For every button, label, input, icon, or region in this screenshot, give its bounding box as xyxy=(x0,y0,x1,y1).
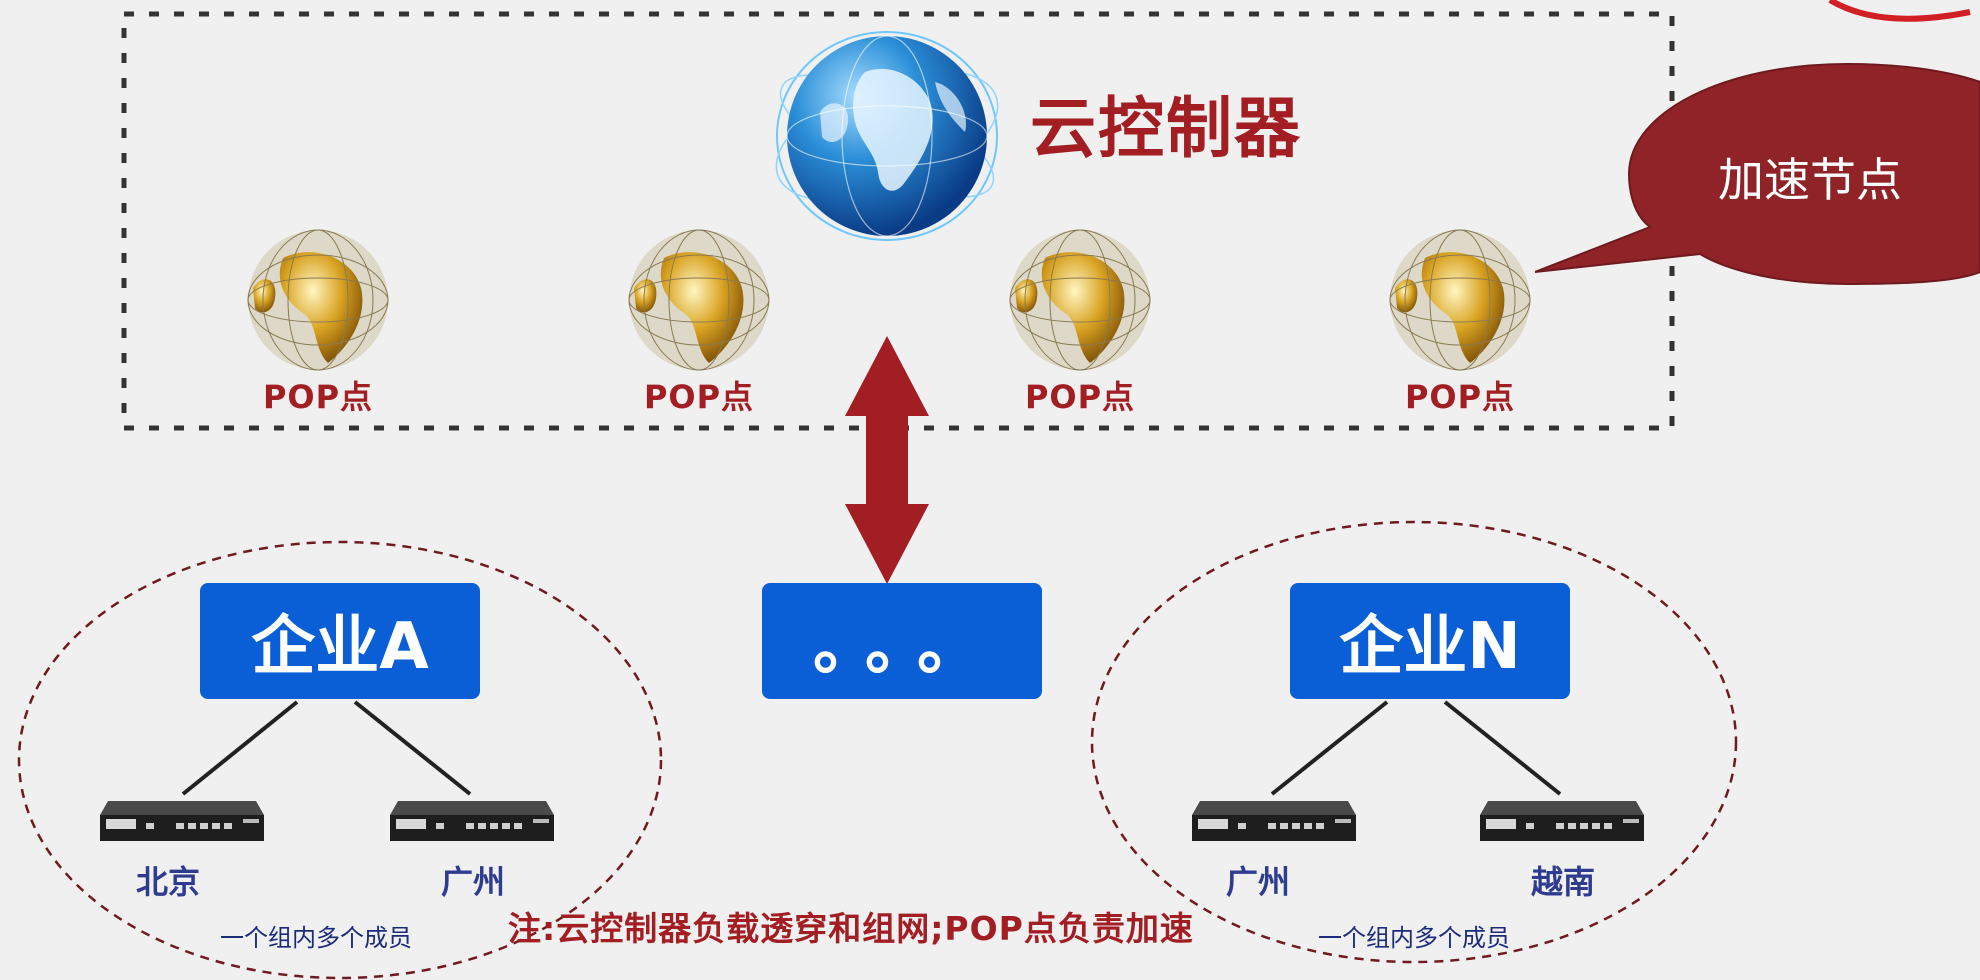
group-note-a: 一个组内多个成员 xyxy=(220,924,412,952)
pop-label-4: POP点 xyxy=(1404,378,1516,416)
site-label-beijing: 北京 xyxy=(135,863,200,901)
site-label-guangzhou-a: 广州 xyxy=(440,863,505,901)
site-label-guangzhou-n: 广州 xyxy=(1225,863,1290,901)
router-device-icon xyxy=(1480,801,1644,841)
router-device-icon xyxy=(1192,801,1356,841)
router-device-icon xyxy=(100,801,264,841)
group-note-n: 一个组内多个成员 xyxy=(1318,924,1510,952)
enterprise-n-box[interactable]: 企业N xyxy=(1290,583,1570,699)
callout-bubble xyxy=(1535,62,1980,286)
callout-text: 加速节点 xyxy=(1718,153,1902,207)
pop-label-1: POP点 xyxy=(262,378,374,416)
link-lines xyxy=(181,700,1562,796)
enterprise-ellipsis-box[interactable]: 。。。 xyxy=(762,583,1042,699)
controller-title: 云控制器 xyxy=(1030,90,1302,167)
red-ring-fragment xyxy=(1828,0,1971,22)
group-ellipse-n xyxy=(1090,520,1738,964)
gold-globe-icon xyxy=(243,228,393,373)
site-label-vietnam: 越南 xyxy=(1530,863,1595,901)
footnote: 注:云控制器负载透穿和组网;POP点负责加速 xyxy=(508,909,1194,948)
pop-label-3: POP点 xyxy=(1024,378,1136,416)
group-ellipse-a xyxy=(17,540,663,980)
gold-globe-icon xyxy=(624,228,774,373)
double-arrow-icon xyxy=(845,336,929,584)
enterprise-n-label: 企业N xyxy=(1339,610,1521,684)
enterprise-a-box[interactable]: 企业A xyxy=(200,583,480,699)
enterprise-ellipsis-label: 。。。 xyxy=(813,610,1001,684)
router-device-icon xyxy=(390,801,554,841)
gold-globe-icon xyxy=(1005,228,1155,373)
pop-label-2: POP点 xyxy=(643,378,755,416)
blue-globe-icon xyxy=(770,22,1005,250)
enterprise-a-label: 企业A xyxy=(251,610,429,684)
gold-globe-icon xyxy=(1385,228,1535,373)
